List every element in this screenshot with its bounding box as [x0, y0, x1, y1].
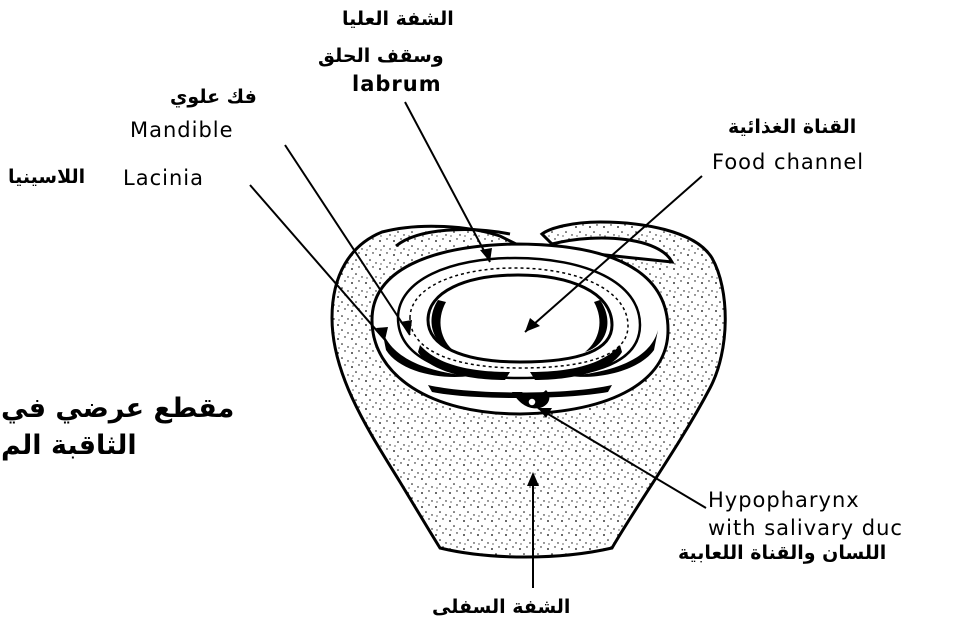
label-labrum-ar-2: وسقف الحلق — [318, 47, 444, 66]
side-title-line-1: مقطع عرضي في — [1, 395, 234, 422]
food-channel — [428, 275, 612, 362]
label-mandible-ar: فك علوي — [170, 88, 257, 107]
label-labrum-en: labrum — [352, 74, 442, 95]
label-labium-ar: الشفة السفلى — [432, 598, 570, 617]
label-hypopharynx-en-2: with salivary duc — [708, 518, 903, 539]
label-food-channel-en: Food channel — [712, 152, 864, 173]
salivary-duct — [528, 398, 536, 406]
label-mandible-en: Mandible — [130, 120, 234, 141]
label-lacinia-ar: اللاسينيا — [8, 168, 85, 187]
label-hypopharynx-ar: اللسان والقناة اللعابية — [678, 544, 886, 563]
side-title-line-2: الثاقبة الم — [1, 432, 137, 459]
label-labrum-ar-1: الشفة العليا — [342, 10, 454, 29]
label-lacinia-en: Lacinia — [123, 168, 204, 189]
label-food-channel-ar: القناة الغذائية — [728, 118, 856, 137]
label-hypopharynx-en-1: Hypopharynx — [708, 490, 860, 511]
